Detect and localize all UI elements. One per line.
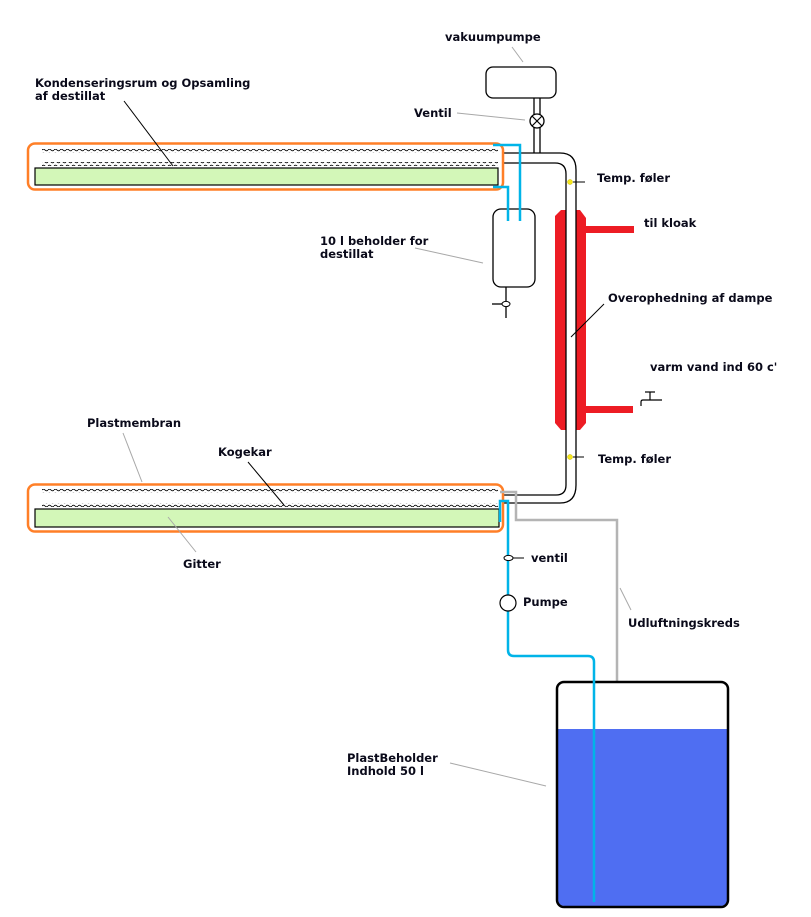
boiling-grid <box>34 508 500 528</box>
sensor-dot-icon <box>567 179 573 185</box>
tray-outline <box>26 483 505 533</box>
leader-boiling-vessel <box>247 461 285 506</box>
label-condenser-line1: Kondenseringsrum og Opsamling <box>35 76 250 90</box>
label-temp-sensor-upper: Temp. føler <box>597 171 670 185</box>
label-temp-sensor-lower: Temp. føler <box>598 452 671 466</box>
leader-membrane <box>122 432 143 483</box>
label-venting-circuit: Udluftningskreds <box>628 616 740 630</box>
leader-vacuum-pump <box>511 46 524 63</box>
label-plastic-container-line2: Indhold 50 l <box>347 764 424 778</box>
leader-plastic-container <box>449 762 547 787</box>
label-valve-top: Ventil <box>414 106 452 120</box>
boiling-tray <box>26 483 505 533</box>
jacket-inlet-arm <box>585 406 633 413</box>
leader-superheating <box>570 303 605 338</box>
vent-line <box>500 490 619 694</box>
label-condenser-line2: af destillat <box>35 89 106 103</box>
label-distillate-container-line2: destillat <box>320 247 374 261</box>
label-pump: Pumpe <box>523 595 568 609</box>
vacuum-pump <box>485 66 557 99</box>
faucet-icon <box>640 391 662 406</box>
condenser-tray <box>26 142 505 191</box>
container-body <box>492 208 536 288</box>
leader-condenser <box>123 100 174 167</box>
container-water <box>558 729 727 906</box>
label-plastic-membrane: Plastmembran <box>87 416 181 430</box>
valve-lower <box>503 554 524 562</box>
label-boiling-vessel: Kogekar <box>218 445 272 459</box>
leader-distillate-container <box>414 247 484 264</box>
condensate-wave-1 <box>42 149 498 153</box>
pump-icon <box>499 594 517 612</box>
leader-grid <box>167 516 197 553</box>
label-distillate-container-line1: 10 l beholder for <box>320 234 429 248</box>
heating-jacket <box>555 205 634 435</box>
temp-sensor-lower <box>567 454 584 460</box>
label-superheating: Overophedning af dampe <box>608 291 773 305</box>
condensate-wave-2 <box>42 162 498 166</box>
membrane-wave <box>42 489 498 493</box>
vacuum-pump-box <box>485 66 557 99</box>
leader-valve-top <box>456 112 526 121</box>
valve-lower-icon <box>503 554 514 562</box>
label-grid: Gitter <box>183 557 221 571</box>
jacket-outlet-arm <box>585 226 634 233</box>
distillate-container <box>492 208 536 318</box>
sensor-dot-icon <box>567 454 573 460</box>
container-outline <box>555 680 730 909</box>
liquid-wave <box>42 503 498 507</box>
label-plastic-container-line1: PlastBeholder <box>347 751 438 765</box>
valve-top-icon <box>529 113 545 129</box>
label-valve-lower: ventil <box>531 551 568 565</box>
tray-outline <box>26 142 505 191</box>
feed-line <box>498 499 596 902</box>
label-hot-water-in: varm vand ind 60 c' <box>650 360 777 374</box>
condenser-grid <box>34 167 499 186</box>
temp-sensor-upper <box>567 179 585 185</box>
plastic-container <box>555 680 730 909</box>
drain-valve-icon <box>501 300 511 308</box>
leader-venting <box>619 587 632 611</box>
vapor-pipe <box>503 152 577 504</box>
distillate-lines <box>493 143 522 221</box>
label-drain: til kloak <box>644 216 697 230</box>
label-vacuum-pump: vakuumpumpe <box>445 30 541 44</box>
